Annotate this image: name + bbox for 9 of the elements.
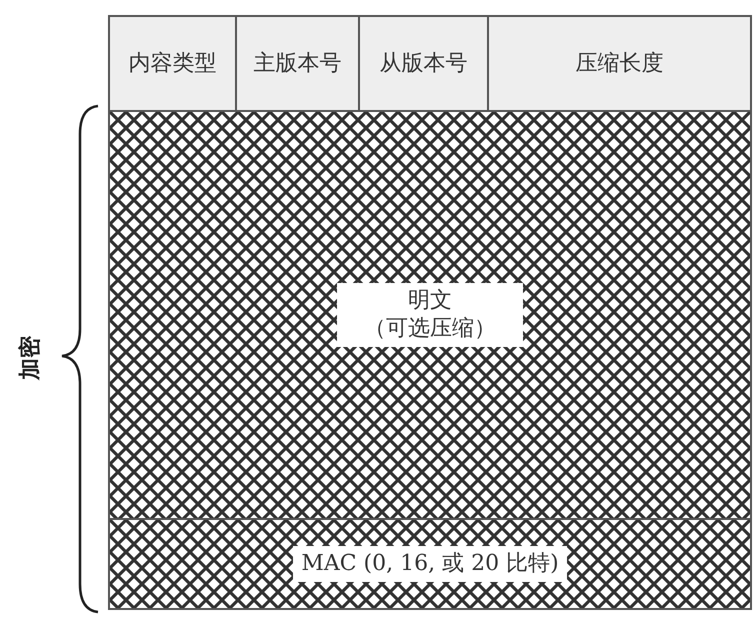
- field-label: MAC (0, 16, 或 20 比特): [293, 546, 567, 582]
- hatched-field: [108, 518, 752, 610]
- hatched-field: [108, 110, 752, 520]
- header-field: 内容类型: [108, 15, 237, 112]
- header-field: 压缩长度: [487, 15, 752, 112]
- side-label: 加密: [17, 336, 43, 380]
- header-field: 主版本号: [235, 15, 360, 112]
- header-field: 从版本号: [358, 15, 489, 112]
- field-label: 明文（可选压缩）: [337, 283, 523, 347]
